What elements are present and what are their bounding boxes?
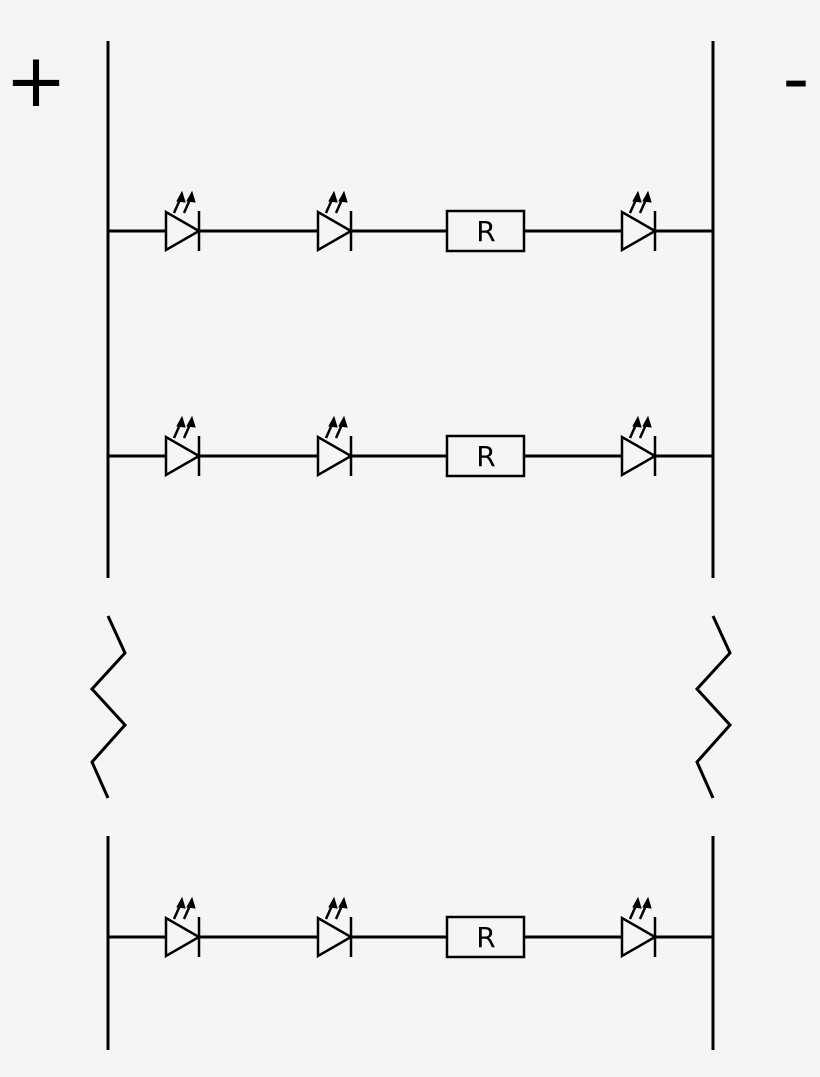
led-triangle — [164, 915, 202, 959]
led-triangle — [316, 209, 354, 253]
led-string-row-2: R — [108, 415, 713, 478]
resistor-3: R — [445, 434, 526, 478]
led-4 — [620, 190, 658, 253]
led-1 — [164, 896, 202, 959]
led-string-row-1: R — [108, 190, 713, 253]
resistor-body — [445, 915, 526, 959]
led-string-row-3: R — [108, 896, 713, 959]
led-light-arrow — [628, 896, 642, 920]
led-triangle — [164, 209, 202, 253]
led-light-arrow — [638, 190, 652, 214]
led-4 — [620, 896, 658, 959]
led-light-arrow — [172, 415, 186, 439]
resistor-3: R — [445, 915, 526, 959]
led-1 — [164, 190, 202, 253]
resistor-3: R — [445, 209, 526, 253]
led-2 — [316, 415, 354, 478]
positive-rail-break-symbol — [89, 615, 128, 799]
resistor-label: R — [476, 215, 495, 248]
led-1 — [164, 415, 202, 478]
led-light-arrow — [182, 190, 196, 214]
led-light-arrow — [324, 415, 338, 439]
led-light-arrow — [628, 190, 642, 214]
led-light-arrow — [182, 415, 196, 439]
led-light-arrow — [334, 415, 348, 439]
resistor-body — [445, 209, 526, 253]
led-triangle — [620, 434, 658, 478]
resistor-body — [445, 434, 526, 478]
led-light-arrow — [638, 896, 652, 920]
led-light-arrow — [324, 896, 338, 920]
led-2 — [316, 190, 354, 253]
led-triangle — [164, 434, 202, 478]
led-light-arrow — [324, 190, 338, 214]
led-light-arrow — [334, 190, 348, 214]
negative-terminal-label: - — [783, 36, 810, 122]
led-light-arrow — [628, 415, 642, 439]
led-light-arrow — [172, 896, 186, 920]
led-triangle — [316, 434, 354, 478]
led-light-arrow — [172, 190, 186, 214]
resistor-label: R — [476, 440, 495, 473]
resistor-label: R — [476, 921, 495, 954]
negative-rail-break-symbol — [694, 615, 733, 799]
led-strings: R R R — [108, 190, 713, 959]
positive-terminal-label: + — [5, 38, 67, 124]
led-light-arrow — [182, 896, 196, 920]
led-light-arrow — [638, 415, 652, 439]
led-2 — [316, 896, 354, 959]
led-triangle — [620, 209, 658, 253]
led-triangle — [620, 915, 658, 959]
led-4 — [620, 415, 658, 478]
led-triangle — [316, 915, 354, 959]
led-light-arrow — [334, 896, 348, 920]
